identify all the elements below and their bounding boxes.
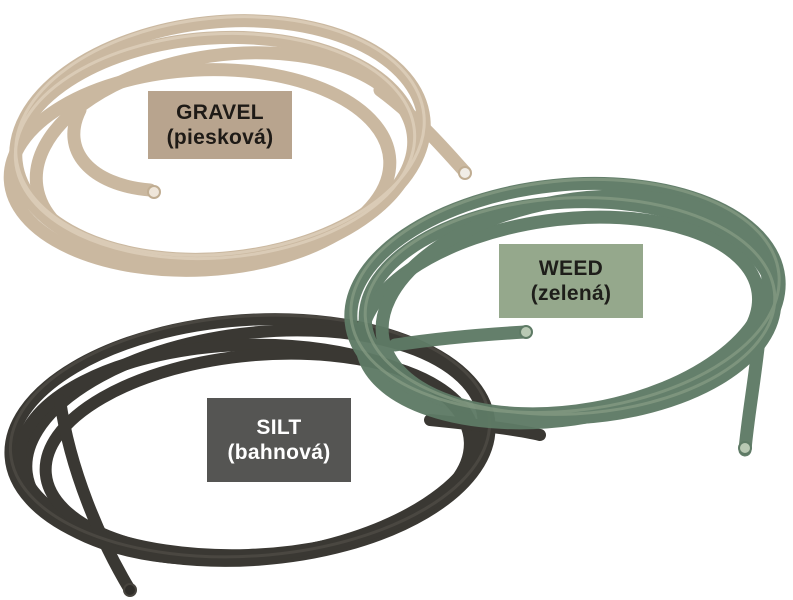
silt-label: SILT (bahnová) xyxy=(207,398,351,482)
gravel-label-name: GRAVEL xyxy=(176,101,264,124)
silt-label-name: SILT xyxy=(256,416,302,439)
gravel-label-subtitle: (piesková) xyxy=(166,126,274,149)
weed-label: WEED (zelená) xyxy=(499,244,643,318)
weed-label-name: WEED xyxy=(538,257,604,280)
silt-label-subtitle: (bahnová) xyxy=(227,441,331,464)
weed-label-subtitle: (zelená) xyxy=(530,282,612,305)
weed-tubing-coil xyxy=(344,176,786,457)
gravel-tubing-coil xyxy=(3,14,472,277)
gravel-label: GRAVEL (piesková) xyxy=(148,91,292,159)
